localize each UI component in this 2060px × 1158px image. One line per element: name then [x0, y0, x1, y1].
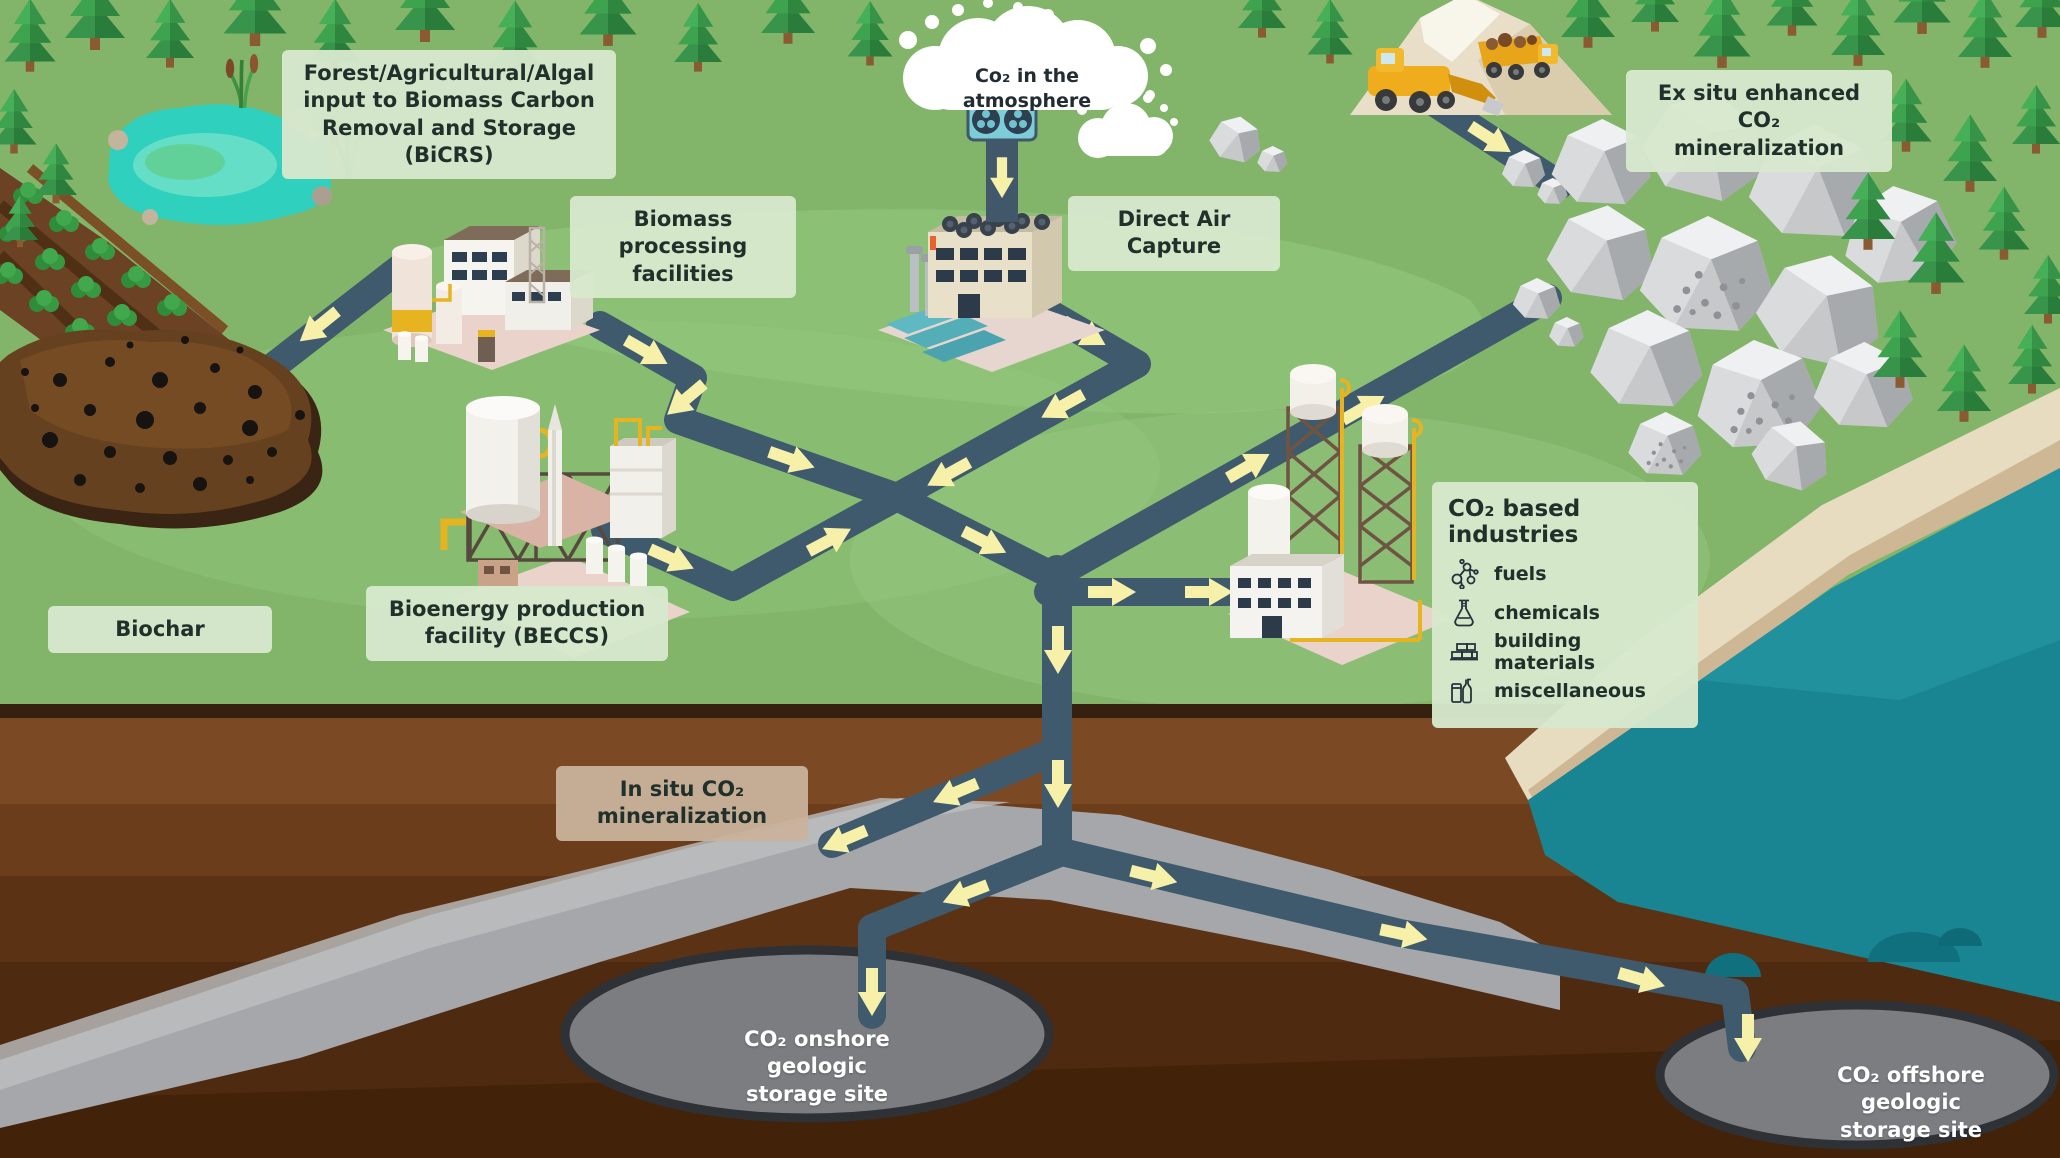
industry-item-label: miscellaneous [1494, 680, 1646, 702]
molecule-icon [1448, 558, 1480, 590]
co2-industries-facility [1228, 364, 1455, 665]
biochar-label: Biochar [48, 606, 272, 654]
atmosphere-cloud [899, 0, 1172, 110]
biochar-pile [0, 329, 323, 529]
beccs-label: Bioenergy production facility (BECCS) [366, 586, 668, 661]
onshore-storage-label: CO₂ onshore geologic storage site [744, 1027, 890, 1106]
mine-loader [1368, 48, 1504, 116]
bottles-icon [1448, 675, 1480, 707]
in-situ-label: In situ CO₂ mineralization [556, 766, 808, 841]
dump-truck [1478, 33, 1558, 80]
biomass-processing-label: Biomass processing facilities [570, 196, 796, 298]
industries-panel: CO₂ based industries fuels chemicals [1432, 482, 1698, 728]
industries-panel-title: CO₂ based industries [1448, 496, 1581, 548]
industry-item-fuels: fuels [1448, 558, 1682, 590]
industry-item-miscellaneous: miscellaneous [1448, 675, 1682, 707]
dac-label: Direct Air Capture [1068, 196, 1280, 271]
offshore-storage-label: CO₂ offshore geologic storage site [1837, 1063, 1985, 1142]
bricks-icon [1448, 636, 1480, 668]
industry-item-label: fuels [1494, 563, 1547, 585]
biomass-processing-facility [383, 226, 600, 370]
pipe-hub-to-exsitu [1040, 284, 1562, 590]
industry-item-label: building materials [1494, 630, 1596, 674]
pipe-to-offshore [1048, 838, 1756, 1062]
beccs-facility [440, 396, 690, 658]
ex-situ-label: Ex situ enhanced CO₂ mineralization [1626, 70, 1892, 172]
small-cloud [1077, 85, 1178, 158]
ex-situ-mine [1350, 0, 1612, 116]
flask-icon [1448, 597, 1480, 629]
pipe-beccs-to-junction [591, 483, 911, 601]
pond [108, 52, 368, 225]
bicrs-label: Forest/Agricultural/Algal input to Bioma… [282, 50, 616, 180]
industry-item-chemicals: chemicals [1448, 597, 1682, 629]
industry-item-building-materials: building materials [1448, 630, 1682, 674]
industry-item-label: chemicals [1494, 602, 1600, 624]
onshore-storage-site [560, 945, 1054, 1123]
atmosphere-label: Co₂ in the atmosphere [962, 65, 1092, 112]
